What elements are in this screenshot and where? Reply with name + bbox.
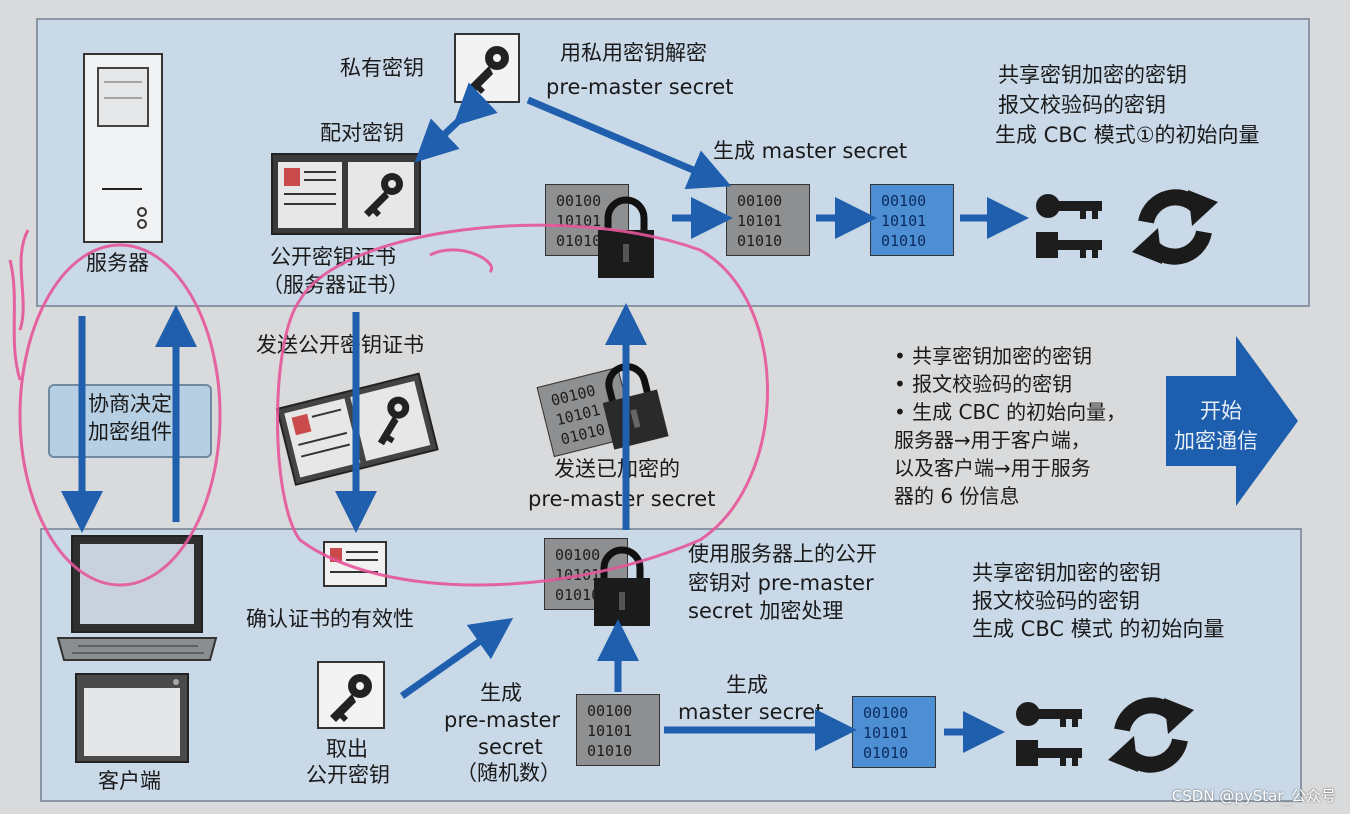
gen-master-line2: master secret — [678, 700, 824, 724]
decrypt-label-line1: 用私用密钥解密 — [560, 41, 707, 65]
client-keys-line1: 共享密钥加密的密钥 — [972, 561, 1161, 585]
bullet-item: • 生成 CBC 的初始向量， — [894, 400, 1127, 424]
private-key-label: 私有密钥 — [340, 56, 424, 80]
take-key-line2: 公开密钥 — [306, 763, 390, 787]
pair-key-label: 配对密钥 — [320, 121, 404, 145]
server-keys-line2: 报文校验码的密钥 — [998, 93, 1166, 117]
client-refresh-icon — [1108, 697, 1194, 773]
send-encrypted-line1: 发送已加密的 — [554, 457, 680, 481]
generate-master-label: 生成 master secret — [713, 139, 908, 163]
cert-label-line2: （服务器证书） — [262, 273, 409, 297]
client-label: 客户端 — [98, 769, 161, 793]
negotiate-line1: 协商决定 — [88, 392, 172, 416]
arrow-take-key — [399, 617, 514, 699]
server-master-secret: 00100 10101 01010 — [726, 184, 810, 256]
public-key-icon — [317, 661, 385, 729]
client-keys-line2: 报文校验码的密钥 — [972, 589, 1140, 613]
client-pre-master-secret: 00100 10101 01010 — [576, 694, 660, 766]
server-tower-icon — [83, 53, 163, 243]
bullet-item: 服务器→用于客户端， — [894, 428, 1091, 452]
client-keys-icon — [1016, 702, 1082, 766]
client-lock-icon — [594, 546, 650, 626]
client-keys-line3: 生成 CBC 模式 的初始向量 — [972, 617, 1225, 641]
gen-pms-line2: pre-master — [444, 708, 561, 732]
take-key-line1: 取出 — [326, 737, 368, 761]
server-label: 服务器 — [86, 251, 149, 275]
client-panel — [40, 528, 1302, 802]
refresh-icon — [1132, 189, 1218, 265]
bullet-item: • 报文校验码的密钥 — [894, 372, 1073, 396]
gen-pms-line4: （随机数） — [456, 761, 561, 785]
decrypt-label-line2: pre-master secret — [546, 75, 734, 99]
server-keys-line1: 共享密钥加密的密钥 — [998, 63, 1187, 87]
gen-pms-line3: secret — [478, 735, 543, 759]
encrypt-line1: 使用服务器上的公开 — [688, 542, 877, 566]
arrow-decrypt — [526, 96, 732, 190]
server-encrypted-pms: 00100 10101 01010 — [545, 184, 629, 256]
start-encryption-arrow — [1166, 336, 1298, 506]
bullet-item: 器的 6 份信息 — [894, 484, 1020, 508]
start-line2: 加密通信 — [1174, 429, 1258, 453]
watermark: CSDN @pyStar_公众号 — [1171, 787, 1336, 805]
info-bullets: • 共享密钥加密的密钥 • 报文校验码的密钥 • 生成 CBC 的初始向量， 服… — [894, 342, 1126, 510]
bullet-item: • 共享密钥加密的密钥 — [894, 344, 1093, 368]
gen-pms-line1: 生成 — [480, 681, 522, 705]
negotiate-line2: 加密组件 — [88, 420, 172, 444]
arrow-pair-key — [414, 82, 498, 163]
bullet-item: 以及客户端→用于服务 — [894, 456, 1091, 480]
send-encrypted-line2: pre-master secret — [528, 487, 716, 511]
encrypt-line3: secret 加密处理 — [688, 599, 844, 623]
lock-icon — [598, 196, 654, 278]
server-keys-line3: 生成 CBC 模式①的初始向量 — [995, 123, 1260, 147]
verify-cert-label: 确认证书的有效性 — [246, 607, 414, 631]
client-session-keys: 00100 10101 01010 — [852, 696, 936, 768]
monitor-icon — [75, 673, 189, 763]
start-line1: 开始 — [1200, 399, 1242, 423]
certificate-icon — [271, 153, 421, 235]
gen-master-line1: 生成 — [726, 673, 768, 697]
keys-icon — [1036, 194, 1102, 258]
negotiate-cipher-box: 协商决定 加密组件 — [48, 384, 212, 458]
encrypt-line2: 密钥对 pre-master — [688, 571, 874, 595]
